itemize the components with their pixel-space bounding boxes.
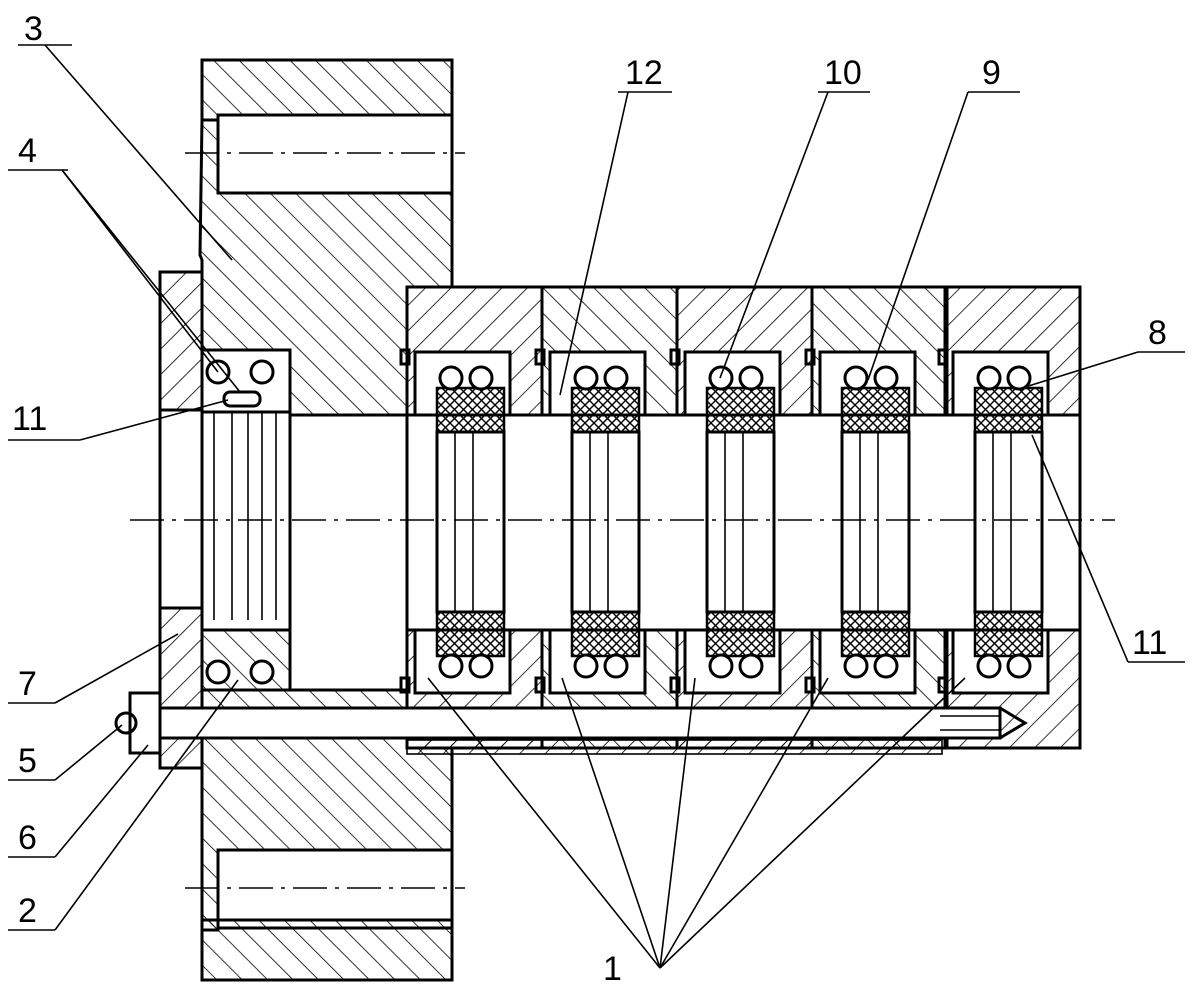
bearing-modules	[399, 285, 1082, 750]
leader-lines	[8, 44, 1185, 969]
sleeve	[973, 430, 1044, 614]
ball	[843, 653, 869, 679]
seal-block-top	[840, 386, 911, 434]
callout-10: 10	[824, 54, 862, 92]
seal-block-bottom	[840, 610, 911, 658]
ball	[873, 653, 899, 679]
ball	[573, 365, 599, 391]
notch	[534, 676, 546, 694]
bolt	[114, 691, 1028, 755]
callout-4: 4	[18, 132, 37, 170]
notch	[937, 676, 949, 694]
seal-block-top	[705, 386, 776, 434]
sleeve	[840, 430, 911, 614]
notch	[669, 348, 681, 366]
ball	[976, 365, 1002, 391]
callout-8: 8	[1148, 314, 1167, 352]
seal-block-bottom	[570, 610, 641, 658]
callout-11-left: 11	[12, 400, 47, 438]
ball	[468, 365, 494, 391]
ball	[1006, 653, 1032, 679]
notch	[937, 348, 949, 366]
callout-1: 1	[603, 950, 622, 988]
ball	[1006, 365, 1032, 391]
ball	[708, 653, 734, 679]
seal-block-top	[973, 386, 1044, 434]
callout-9: 9	[982, 54, 1001, 92]
sleeve	[705, 430, 776, 614]
callout-2: 2	[18, 892, 37, 930]
ball	[738, 365, 764, 391]
notch	[534, 348, 546, 366]
notch	[399, 676, 411, 694]
notch	[669, 676, 681, 694]
ball	[873, 365, 899, 391]
ball	[843, 365, 869, 391]
callout-5: 5	[18, 742, 37, 780]
ball	[976, 653, 1002, 679]
ball	[603, 365, 629, 391]
callout-3: 3	[24, 10, 43, 48]
left-bearing	[200, 348, 292, 692]
ball	[573, 653, 599, 679]
callout-12: 12	[625, 54, 663, 92]
callout-labels: 3 4 11 7 5 6 2 12 10 9 8 11 1	[12, 10, 1167, 988]
seal-block-bottom	[705, 610, 776, 658]
seal-block-bottom	[973, 610, 1044, 658]
callout-6: 6	[18, 819, 37, 857]
sleeve	[435, 430, 506, 614]
sleeve	[570, 430, 641, 614]
seal-block-bottom	[435, 610, 506, 658]
ball	[708, 365, 734, 391]
ball	[468, 653, 494, 679]
seal-block-top	[435, 386, 506, 434]
notch	[804, 676, 816, 694]
notch	[399, 348, 411, 366]
ball	[603, 653, 629, 679]
callout-7: 7	[18, 665, 37, 703]
callout-11-right: 11	[1132, 624, 1167, 662]
seal-block-top	[570, 386, 641, 434]
ball	[738, 653, 764, 679]
ball	[438, 653, 464, 679]
notch	[804, 348, 816, 366]
ball	[438, 365, 464, 391]
